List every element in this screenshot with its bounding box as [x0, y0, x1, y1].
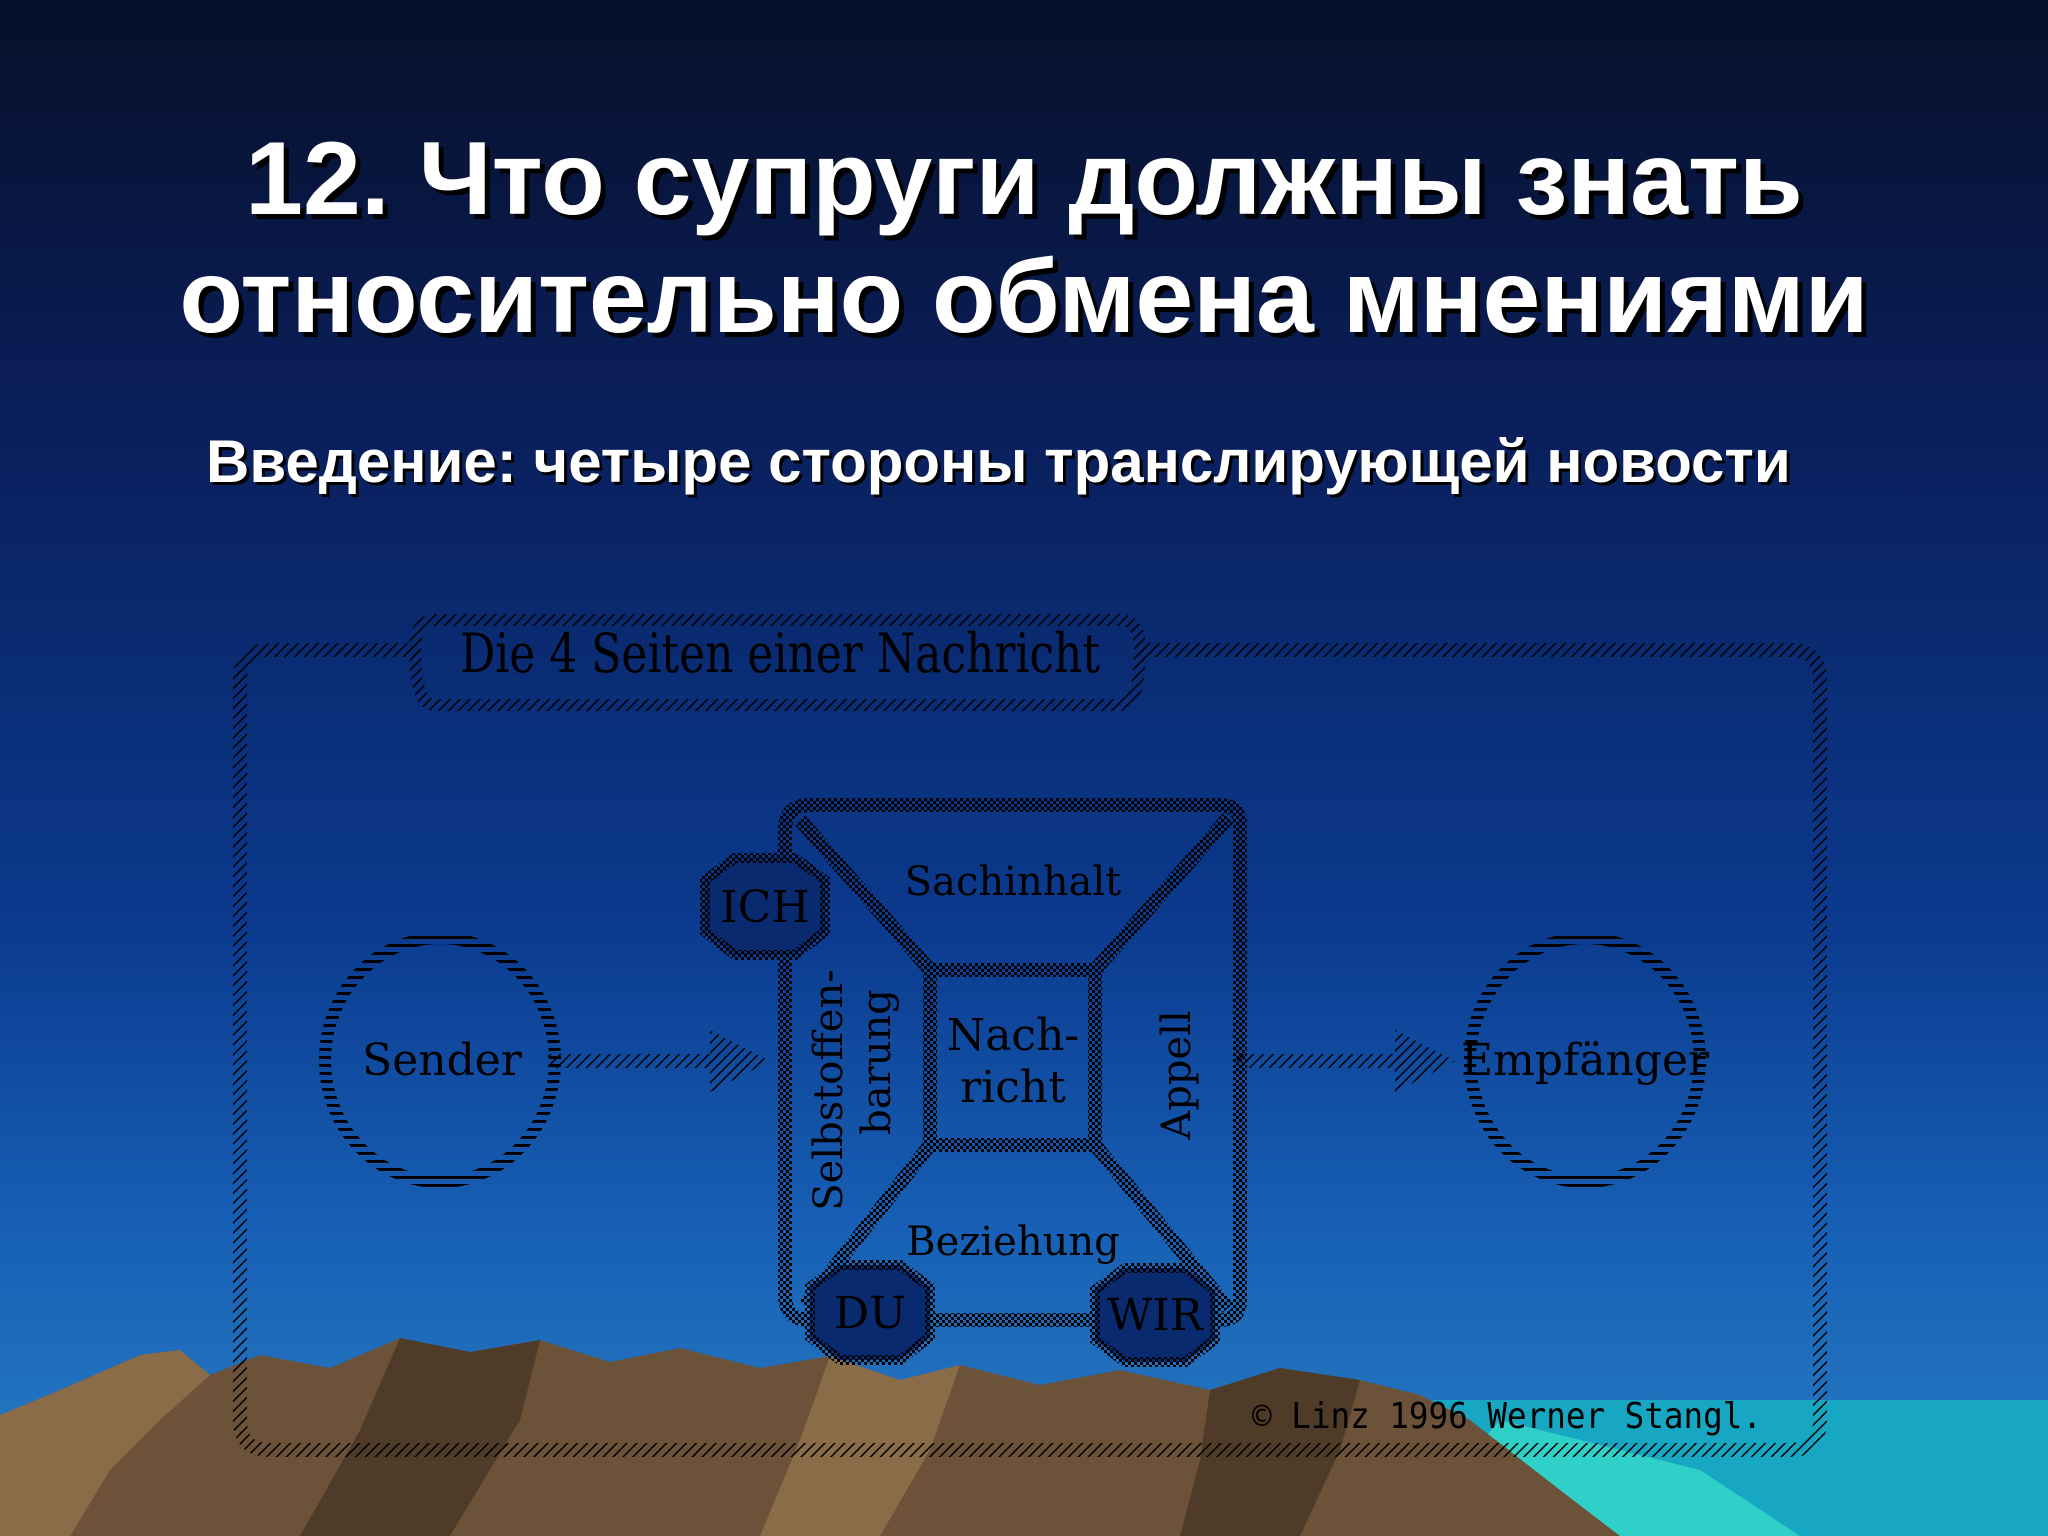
title-line-2: относительно обмена мнениями: [179, 239, 1869, 355]
receiver-label: Empfänger: [1461, 1035, 1710, 1086]
slide-title: 12. Что супруги должны знать относительн…: [0, 120, 2048, 356]
ich-badge: ICH: [700, 853, 830, 960]
copyright-text: © Linz 1996 Werner Stangl.: [1252, 1396, 1762, 1437]
center-label-line-1: Nach-: [947, 1010, 1080, 1061]
ich-label: ICH: [720, 882, 809, 933]
wir-badge: WIR: [1090, 1263, 1220, 1367]
title-line-1: 12. Что супруги должны знать: [245, 121, 1803, 237]
right-side-label: Appell: [1154, 1010, 1200, 1140]
sender-node: Sender: [319, 932, 561, 1188]
message-square: Nach- richt Sachinhalt Beziehung Selbsto…: [778, 798, 1247, 1327]
receiver-node: Empfänger: [1461, 932, 1710, 1188]
center-box: [923, 963, 1102, 1152]
top-side-label: Sachinhalt: [905, 859, 1121, 905]
center-label-line-2: richt: [960, 1062, 1066, 1113]
arrow-message-to-receiver: [1237, 1030, 1455, 1092]
du-label: DU: [834, 1288, 906, 1339]
wir-label: WIR: [1107, 1290, 1205, 1341]
sender-label: Sender: [362, 1035, 523, 1086]
landscape: [0, 1338, 2048, 1536]
bottom-side-label: Beziehung: [906, 1219, 1120, 1265]
du-badge: DU: [805, 1260, 935, 1365]
left-side-label-line-2: barung: [854, 989, 900, 1135]
mountain-shade: [0, 1350, 210, 1536]
frame-title-box: [408, 614, 1147, 711]
frame-title: Die 4 Seiten einer Nachricht: [460, 622, 1100, 685]
mountain-shade-2: [300, 1338, 540, 1536]
arrow-sender-to-message: [548, 1030, 770, 1092]
left-side-label-line-1: Selbstoffen-: [806, 969, 852, 1211]
slide-subtitle: Введение: четыре стороны транслирующей н…: [206, 428, 1791, 495]
outer-frame: Die 4 Seiten einer Nachricht: [233, 614, 1827, 1457]
